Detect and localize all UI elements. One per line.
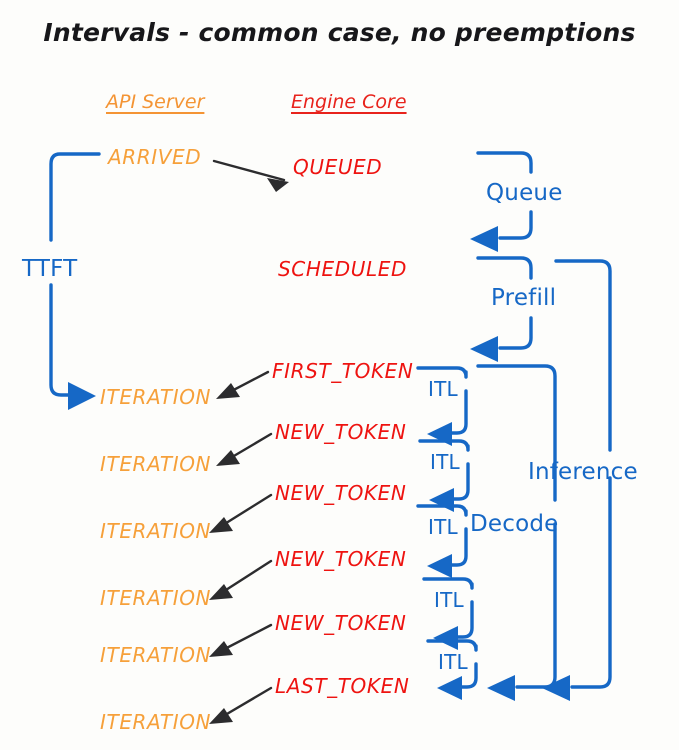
- interval-label-itl-2: ITL: [430, 450, 460, 474]
- arrow-itl-5-head: [437, 676, 462, 700]
- state-last-token: LAST_TOKEN: [275, 674, 410, 698]
- bracket-inference: [542, 259, 612, 701]
- state-new-token-3: NEW_TOKEN: [275, 547, 407, 571]
- state-scheduled: SCHEDULED: [278, 257, 407, 281]
- interval-label-itl-5: ITL: [438, 650, 468, 674]
- state-new-token-2: NEW_TOKEN: [275, 481, 407, 505]
- bracket-itl-5: [426, 639, 478, 700]
- bracket-queue: [470, 151, 533, 252]
- interval-label-itl-1: ITL: [428, 377, 458, 401]
- column-header-engine-core: Engine Core: [291, 91, 407, 113]
- interval-label-itl-4: ITL: [434, 588, 464, 612]
- arrow-itl-3-head: [427, 554, 452, 578]
- state-arrived: ARRIVED: [108, 145, 202, 169]
- bracket-ttft: [49, 152, 101, 410]
- bracket-itl-4: [422, 577, 474, 650]
- interval-label-queue: Queue: [486, 180, 563, 206]
- state-queued: QUEUED: [293, 155, 383, 179]
- state-iteration-3: ITERATION: [100, 519, 212, 543]
- column-header-api-server: API Server: [106, 91, 205, 113]
- arrow-prefill-head: [470, 336, 498, 362]
- state-iteration-2: ITERATION: [100, 452, 212, 476]
- bracket-itl-3: [416, 504, 468, 578]
- arrow-decode-head: [487, 675, 515, 701]
- arrow-first-token-to-iteration: [216, 370, 270, 399]
- interval-label-inference: Inference: [528, 459, 638, 485]
- bracket-prefill: [470, 256, 533, 362]
- state-iteration-5: ITERATION: [100, 643, 212, 667]
- state-iteration-6: ITERATION: [100, 710, 212, 734]
- arrow-itl-2-head: [429, 488, 454, 512]
- interval-label-itl-3: ITL: [428, 515, 458, 539]
- page-title: Intervals - common case, no preemptions: [43, 18, 636, 47]
- state-first-token: FIRST_TOKEN: [272, 359, 414, 383]
- bracket-itl-1: [416, 366, 468, 446]
- state-iteration-4: ITERATION: [100, 586, 212, 610]
- interval-label-decode: Decode: [470, 511, 559, 537]
- bracket-decode: [476, 364, 557, 701]
- arrow-new-token-to-iteration-3: [209, 559, 273, 600]
- arrow-last-token-to-iteration: [209, 686, 273, 724]
- arrow-inference-head: [542, 675, 570, 701]
- arrow-arrived-to-queued: [212, 159, 289, 192]
- interval-label-prefill: Prefill: [491, 285, 557, 311]
- arrow-queue-head: [470, 226, 498, 252]
- state-iteration-1: ITERATION: [100, 385, 212, 409]
- arrow-ttft-head: [68, 382, 96, 410]
- arrow-new-token-to-iteration-4: [209, 623, 273, 657]
- arrow-new-token-to-iteration-1: [216, 432, 273, 466]
- bracket-itl-2: [418, 439, 470, 512]
- arrow-itl-4-head: [433, 626, 458, 650]
- state-new-token-4: NEW_TOKEN: [275, 611, 407, 635]
- arrow-new-token-to-iteration-2: [209, 493, 273, 533]
- state-new-token-1: NEW_TOKEN: [275, 420, 407, 444]
- interval-label-ttft: TTFT: [22, 256, 78, 282]
